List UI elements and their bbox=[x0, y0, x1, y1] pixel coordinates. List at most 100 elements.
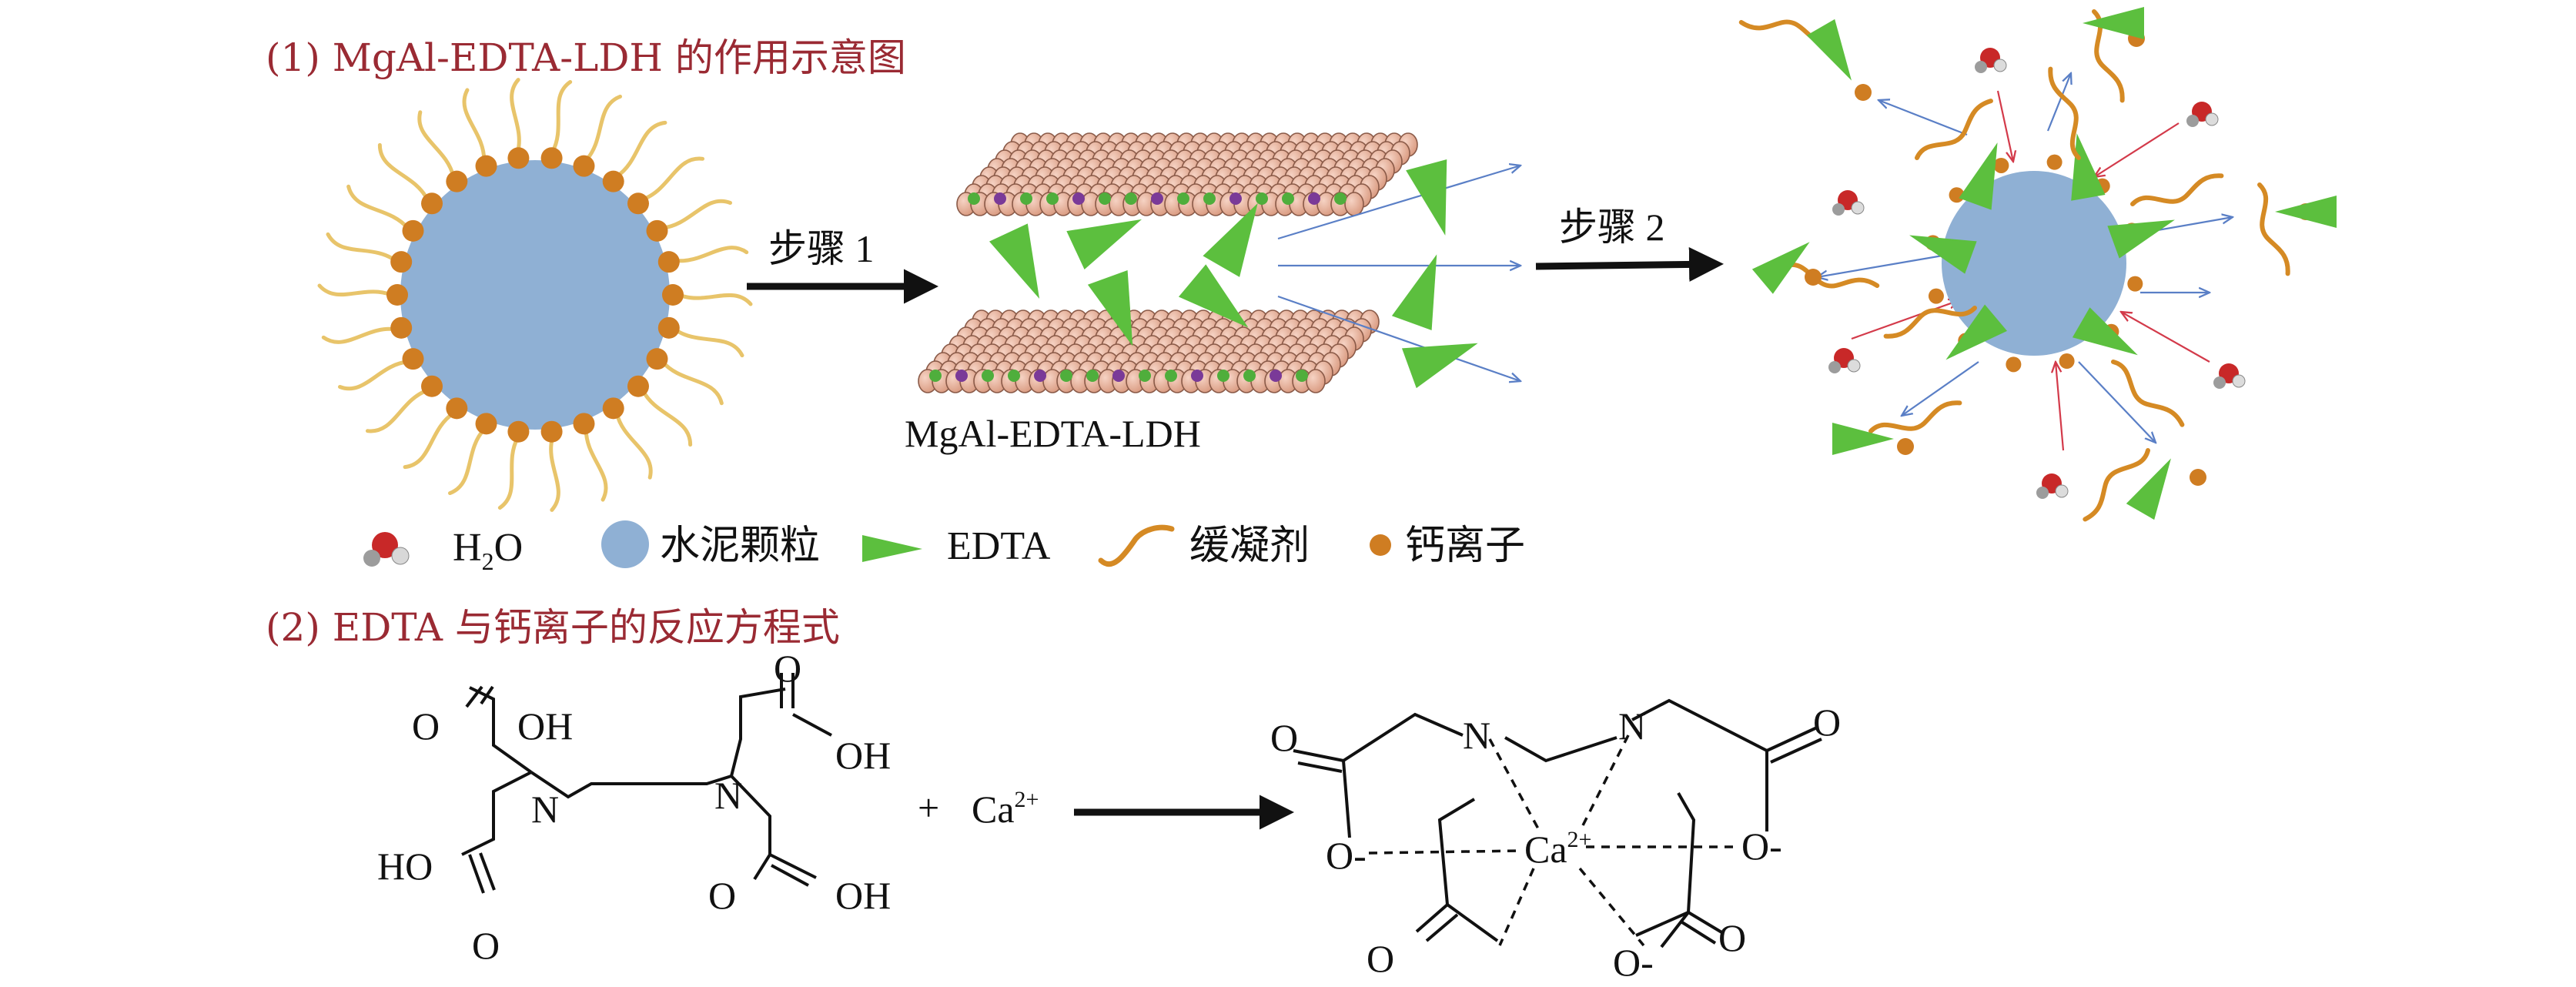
ldh-top-sheet bbox=[956, 132, 1418, 216]
interlayer-ion bbox=[1072, 192, 1085, 205]
interlayer-ion bbox=[1034, 370, 1046, 382]
retarder-tail bbox=[584, 427, 608, 502]
retarder-corona bbox=[317, 78, 753, 512]
free-calcium bbox=[1897, 438, 1914, 455]
legend-retarder-icon bbox=[1098, 524, 1175, 567]
free-edta bbox=[1391, 254, 1437, 331]
adsorption-arrow bbox=[1851, 300, 1959, 340]
interlayer-ion bbox=[955, 370, 968, 382]
edta-anion bbox=[989, 223, 1040, 299]
retarder-tail bbox=[614, 120, 667, 179]
interlayer-ion bbox=[982, 370, 994, 382]
calcium-ion bbox=[657, 251, 680, 273]
release-arrow bbox=[1277, 295, 1521, 381]
surface-calcium bbox=[1949, 187, 1965, 203]
chelate-o2: O bbox=[1813, 701, 1841, 744]
chelate-o-minus-bottom: O- bbox=[1613, 941, 1654, 984]
ldh-cylinder bbox=[1306, 369, 1326, 393]
dispersion-arrow bbox=[1878, 100, 1968, 136]
chelate-n2: N bbox=[1618, 704, 1646, 748]
retarder-tail bbox=[346, 184, 410, 230]
calcium-ion bbox=[662, 284, 684, 306]
section1-title: (1) MgAl-EDTA-LDH 的作用示意图 bbox=[266, 35, 906, 80]
chelate-n1: N bbox=[1463, 714, 1490, 757]
step1-label: 步骤 1 bbox=[768, 227, 875, 270]
step2-label: 步骤 2 bbox=[1559, 206, 1665, 249]
interlayer-ion bbox=[1308, 192, 1320, 205]
dispersed-cement-particle bbox=[1738, 7, 2337, 522]
ldh-cylinder bbox=[1344, 192, 1364, 216]
retarder-tail bbox=[377, 142, 430, 202]
edta-anion bbox=[1066, 219, 1142, 269]
retarder-tail bbox=[447, 427, 487, 496]
legend-edta: EDTA bbox=[947, 524, 1051, 568]
interlayer-ion bbox=[1086, 370, 1099, 382]
interlayer-ion bbox=[1334, 192, 1347, 205]
chelate-o-minus-left: O- bbox=[1326, 834, 1367, 877]
edta-n2: N bbox=[714, 774, 742, 817]
legend-calcium: 钙离子 bbox=[1405, 524, 1525, 568]
free-edta bbox=[2126, 458, 2171, 520]
retarder-tail bbox=[417, 110, 456, 179]
retarder-tail bbox=[510, 78, 521, 154]
interlayer-ion bbox=[1177, 192, 1189, 205]
dispersion-arrow bbox=[2078, 361, 2156, 443]
free-calcium bbox=[1855, 84, 1872, 101]
interlayer-ion bbox=[1099, 192, 1111, 205]
free-edta bbox=[2275, 196, 2337, 228]
interlayer-ion bbox=[1112, 370, 1125, 382]
interlayer-ion bbox=[1282, 192, 1294, 205]
free-retarder bbox=[1868, 400, 1962, 433]
adsorption-arrow bbox=[2056, 362, 2065, 451]
water-molecule bbox=[2036, 473, 2069, 499]
calcium-ion bbox=[507, 420, 530, 443]
retarder-tail bbox=[673, 327, 744, 358]
retarder-tail bbox=[661, 199, 733, 230]
adsorbed-edta bbox=[2071, 133, 2106, 201]
surface-calcium bbox=[2127, 276, 2143, 292]
free-edta bbox=[1806, 18, 1852, 81]
coated-cement-particle bbox=[317, 78, 753, 512]
interlayer-ion bbox=[1203, 192, 1216, 205]
interlayer-ion bbox=[1060, 370, 1072, 382]
ca-edta-chelate: O N N O O- Ca2+ O- O O O- bbox=[1270, 698, 1841, 984]
surrounding-species bbox=[1738, 7, 2337, 522]
interlayer-ion bbox=[1165, 370, 1177, 382]
interlayer-ion bbox=[929, 370, 942, 382]
interlayer-ion bbox=[1151, 192, 1163, 205]
calcium-ion bbox=[540, 420, 563, 443]
surface-calcium bbox=[2059, 353, 2075, 370]
dispersion-arrow bbox=[1817, 253, 1952, 277]
calcium-ion bbox=[390, 251, 413, 273]
calcium-ion bbox=[540, 147, 563, 169]
dispersion-arrow bbox=[2046, 73, 2071, 132]
calcium-ion bbox=[446, 170, 468, 192]
retarder-tail bbox=[326, 232, 397, 263]
calcium-ion bbox=[402, 348, 424, 370]
retarder-tail bbox=[661, 360, 724, 406]
water-molecule bbox=[1975, 48, 2007, 73]
adsorbed-retarder bbox=[2048, 66, 2081, 160]
calcium-ion bbox=[421, 375, 443, 397]
chelate-o1: O bbox=[1270, 716, 1298, 759]
edta-o2: O bbox=[774, 647, 801, 690]
retarder-tail bbox=[549, 436, 560, 512]
free-edta bbox=[1751, 242, 1810, 294]
legend-edta-icon bbox=[862, 535, 922, 562]
chelate-calcium: Ca2+ bbox=[1524, 827, 1591, 871]
interlayer-ion bbox=[994, 192, 1006, 205]
calcium-ion bbox=[446, 397, 468, 420]
retarder-tail bbox=[584, 94, 623, 162]
interlayer-ion bbox=[1270, 370, 1282, 382]
cement-particle bbox=[400, 160, 670, 430]
calcium-ion bbox=[646, 219, 668, 242]
free-retarder bbox=[1784, 262, 1880, 289]
free-edta bbox=[1832, 423, 1894, 455]
adsorbed-retarder bbox=[1915, 99, 1993, 160]
interlayer-ion bbox=[1296, 370, 1308, 382]
calcium-ion bbox=[475, 413, 497, 435]
dispersion-arrow bbox=[1902, 361, 1979, 416]
edta-structure: O OH O OH N N HO O O OH bbox=[377, 647, 891, 967]
surface-calcium bbox=[1928, 288, 1944, 304]
interlayer-ion bbox=[1217, 370, 1229, 382]
